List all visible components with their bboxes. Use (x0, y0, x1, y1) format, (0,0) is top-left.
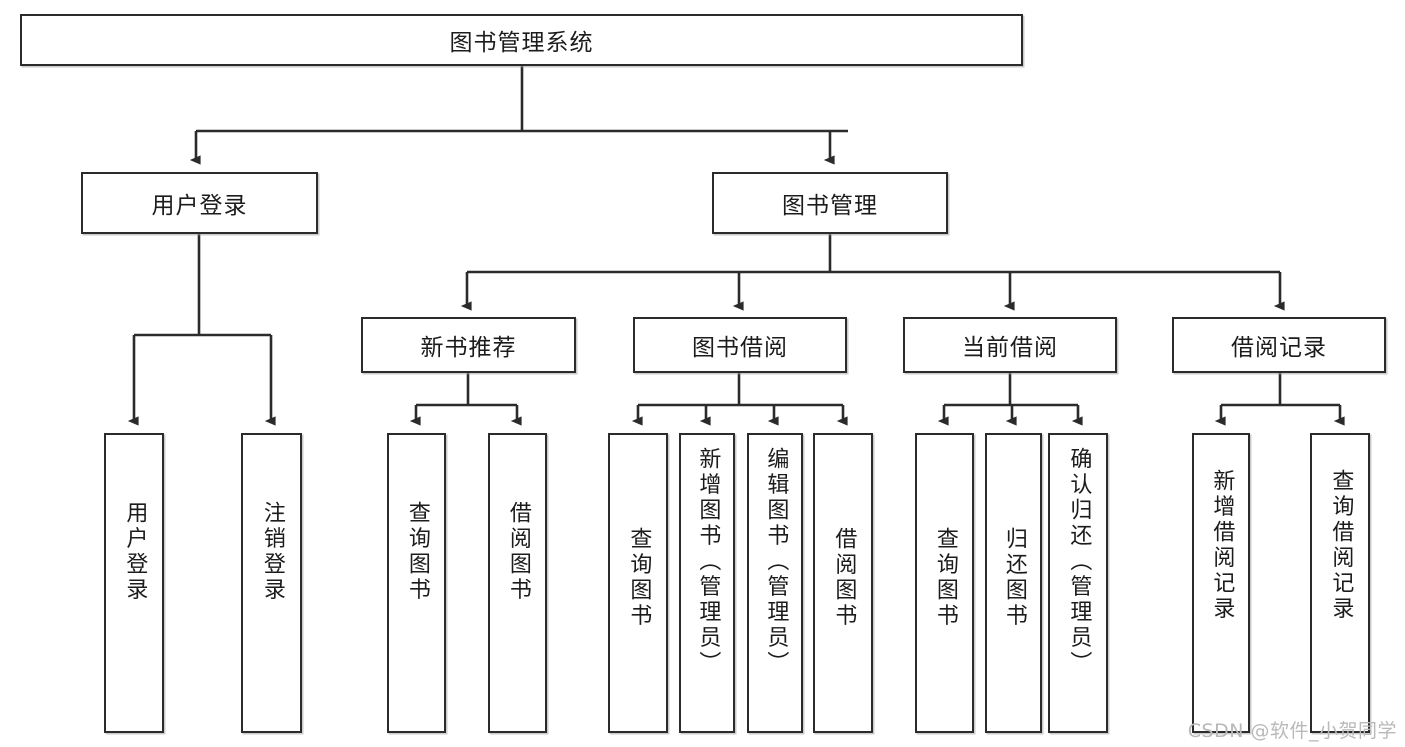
node-book-borrow-label: 图书借阅 (692, 335, 788, 361)
leaf-borrow-borrow-book[interactable]: 借阅图书 (813, 433, 873, 733)
node-borrow-records[interactable]: 借阅记录 (1172, 317, 1386, 373)
leaf-current-query-book[interactable]: 查询图书 (915, 433, 974, 733)
leaf-newbook-query-book[interactable]: 查询图书 (387, 433, 446, 733)
leaf-logout-label: 注销登录 (259, 501, 285, 603)
leaf-user-login-label: 用户登录 (122, 501, 148, 603)
leaf-current-query-book-label: 查询图书 (932, 527, 958, 629)
leaf-records-query-record[interactable]: 查询借阅记录 (1310, 433, 1370, 733)
node-book-borrow[interactable]: 图书借阅 (633, 317, 847, 373)
node-book-manage[interactable]: 图书管理 (712, 172, 948, 234)
leaf-records-add-record-label: 新增借阅记录 (1209, 469, 1235, 622)
leaf-borrow-query-book-label: 查询图书 (626, 527, 652, 629)
leaf-user-login[interactable]: 用户登录 (104, 433, 164, 733)
leaf-borrow-add-book-admin[interactable]: 新增图书（管理员） (679, 433, 735, 733)
leaf-current-confirm-return-admin-label: 确认归还（管理员） (1066, 447, 1092, 677)
leaf-records-query-record-label: 查询借阅记录 (1328, 469, 1354, 622)
node-borrow-records-label: 借阅记录 (1231, 335, 1327, 361)
leaf-records-add-record[interactable]: 新增借阅记录 (1192, 433, 1250, 733)
leaf-newbook-borrow-book-label: 借阅图书 (505, 501, 531, 603)
node-new-book-recommend-label: 新书推荐 (420, 335, 517, 361)
leaf-borrow-add-book-admin-label: 新增图书（管理员） (695, 447, 721, 677)
leaf-borrow-edit-book-admin[interactable]: 编辑图书（管理员） (747, 433, 803, 733)
node-current-borrow-label: 当前借阅 (962, 335, 1058, 361)
leaf-borrow-edit-book-admin-label: 编辑图书（管理员） (763, 447, 789, 677)
leaf-newbook-query-book-label: 查询图书 (404, 501, 430, 603)
leaf-current-return-book[interactable]: 归还图书 (985, 433, 1042, 733)
watermark: CSDN @软件_小贺同学 (1187, 720, 1397, 742)
node-user-login[interactable]: 用户登录 (81, 172, 318, 234)
leaf-newbook-borrow-book[interactable]: 借阅图书 (488, 433, 547, 733)
leaf-logout[interactable]: 注销登录 (241, 433, 302, 733)
node-user-login-label: 用户登录 (151, 193, 248, 219)
node-root[interactable]: 图书管理系统 (20, 14, 1023, 66)
node-new-book-recommend[interactable]: 新书推荐 (361, 317, 576, 373)
node-book-manage-label: 图书管理 (782, 193, 878, 219)
node-root-label: 图书管理系统 (449, 30, 594, 56)
node-current-borrow[interactable]: 当前借阅 (903, 317, 1117, 373)
leaf-current-return-book-label: 归还图书 (1001, 527, 1027, 629)
leaf-borrow-query-book[interactable]: 查询图书 (608, 433, 668, 733)
leaf-borrow-borrow-book-label: 借阅图书 (831, 527, 857, 629)
leaf-current-confirm-return-admin[interactable]: 确认归还（管理员） (1048, 433, 1108, 733)
